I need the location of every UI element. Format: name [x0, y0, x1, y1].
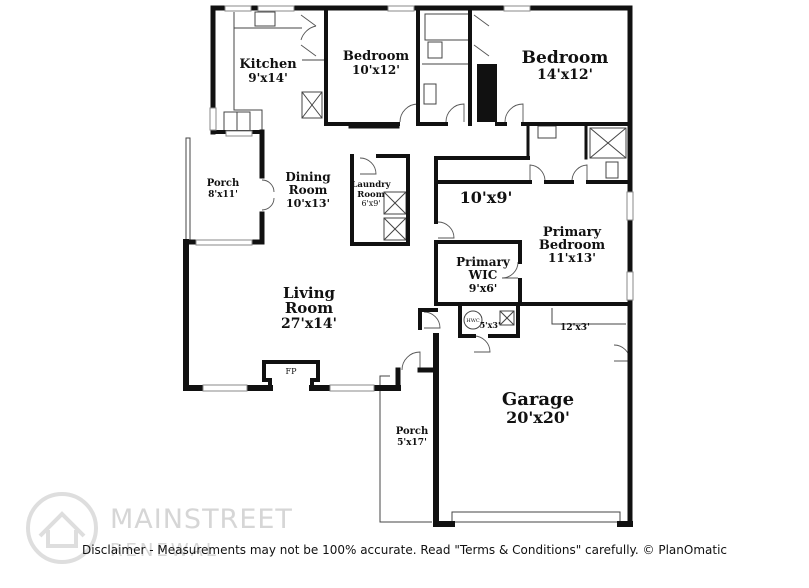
dining-name-2: Room [289, 183, 328, 197]
porch-side-name: Porch [207, 178, 240, 189]
fireplace-label: FP [286, 367, 298, 376]
watermark-sub: RENEWAL [110, 540, 219, 561]
bedroom2-name: Bedroom [522, 48, 609, 68]
garage-dim: 20'x20' [506, 408, 570, 427]
porch-front-name: Porch [396, 426, 429, 437]
room-labels: Kitchen 9'x14' Bedroom 10'x12' Bedroom 1… [207, 48, 609, 448]
watermark-brand: MAINSTREET [110, 504, 293, 535]
bedroom1-name: Bedroom [343, 49, 410, 64]
primary-wic-name-2: WIC [468, 268, 498, 282]
door-swings [261, 14, 631, 371]
living-name-1: Living [283, 284, 336, 302]
garage-name: Garage [502, 389, 574, 410]
living-name-2: Room [285, 299, 333, 317]
water-heater-label: HWC [466, 318, 479, 324]
bedroom2-dim: 14'x12' [537, 67, 593, 83]
disclaimer-text: Disclaimer - Measurements may not be 100… [81, 543, 728, 557]
laundry-dim: 6'x9' [361, 199, 380, 208]
dining-name-1: Dining [285, 170, 331, 184]
porch-side-dim: 8'x11' [208, 190, 238, 200]
primary-wic-name-1: Primary [456, 255, 511, 269]
watermark-logo: MAINSTREET RENEWAL [26, 492, 293, 564]
laundry-name-2: Room [357, 190, 384, 200]
bedroom3-dim: 10'x9' [460, 188, 513, 207]
closet-small-dim: 5'x3' [480, 320, 501, 330]
primary-bedroom-name-2: Bedroom [539, 238, 606, 253]
laundry-name-1: Laundry [351, 180, 391, 190]
closet-garage-dim: 12'x3' [560, 323, 590, 333]
windows [195, 5, 634, 392]
dining-dim: 10'x13' [286, 197, 330, 210]
living-dim: 27'x14' [281, 316, 337, 332]
kitchen-name: Kitchen [239, 57, 297, 72]
primary-bedroom-name-1: Primary [543, 225, 602, 240]
bedroom1-dim: 10'x12' [352, 63, 400, 77]
porch-front-dim: 5'x17' [397, 438, 427, 448]
kitchen-dim: 9'x14' [248, 71, 288, 85]
primary-wic-dim: 9'x6' [469, 282, 498, 295]
primary-bedroom-dim: 11'x13' [548, 251, 596, 265]
